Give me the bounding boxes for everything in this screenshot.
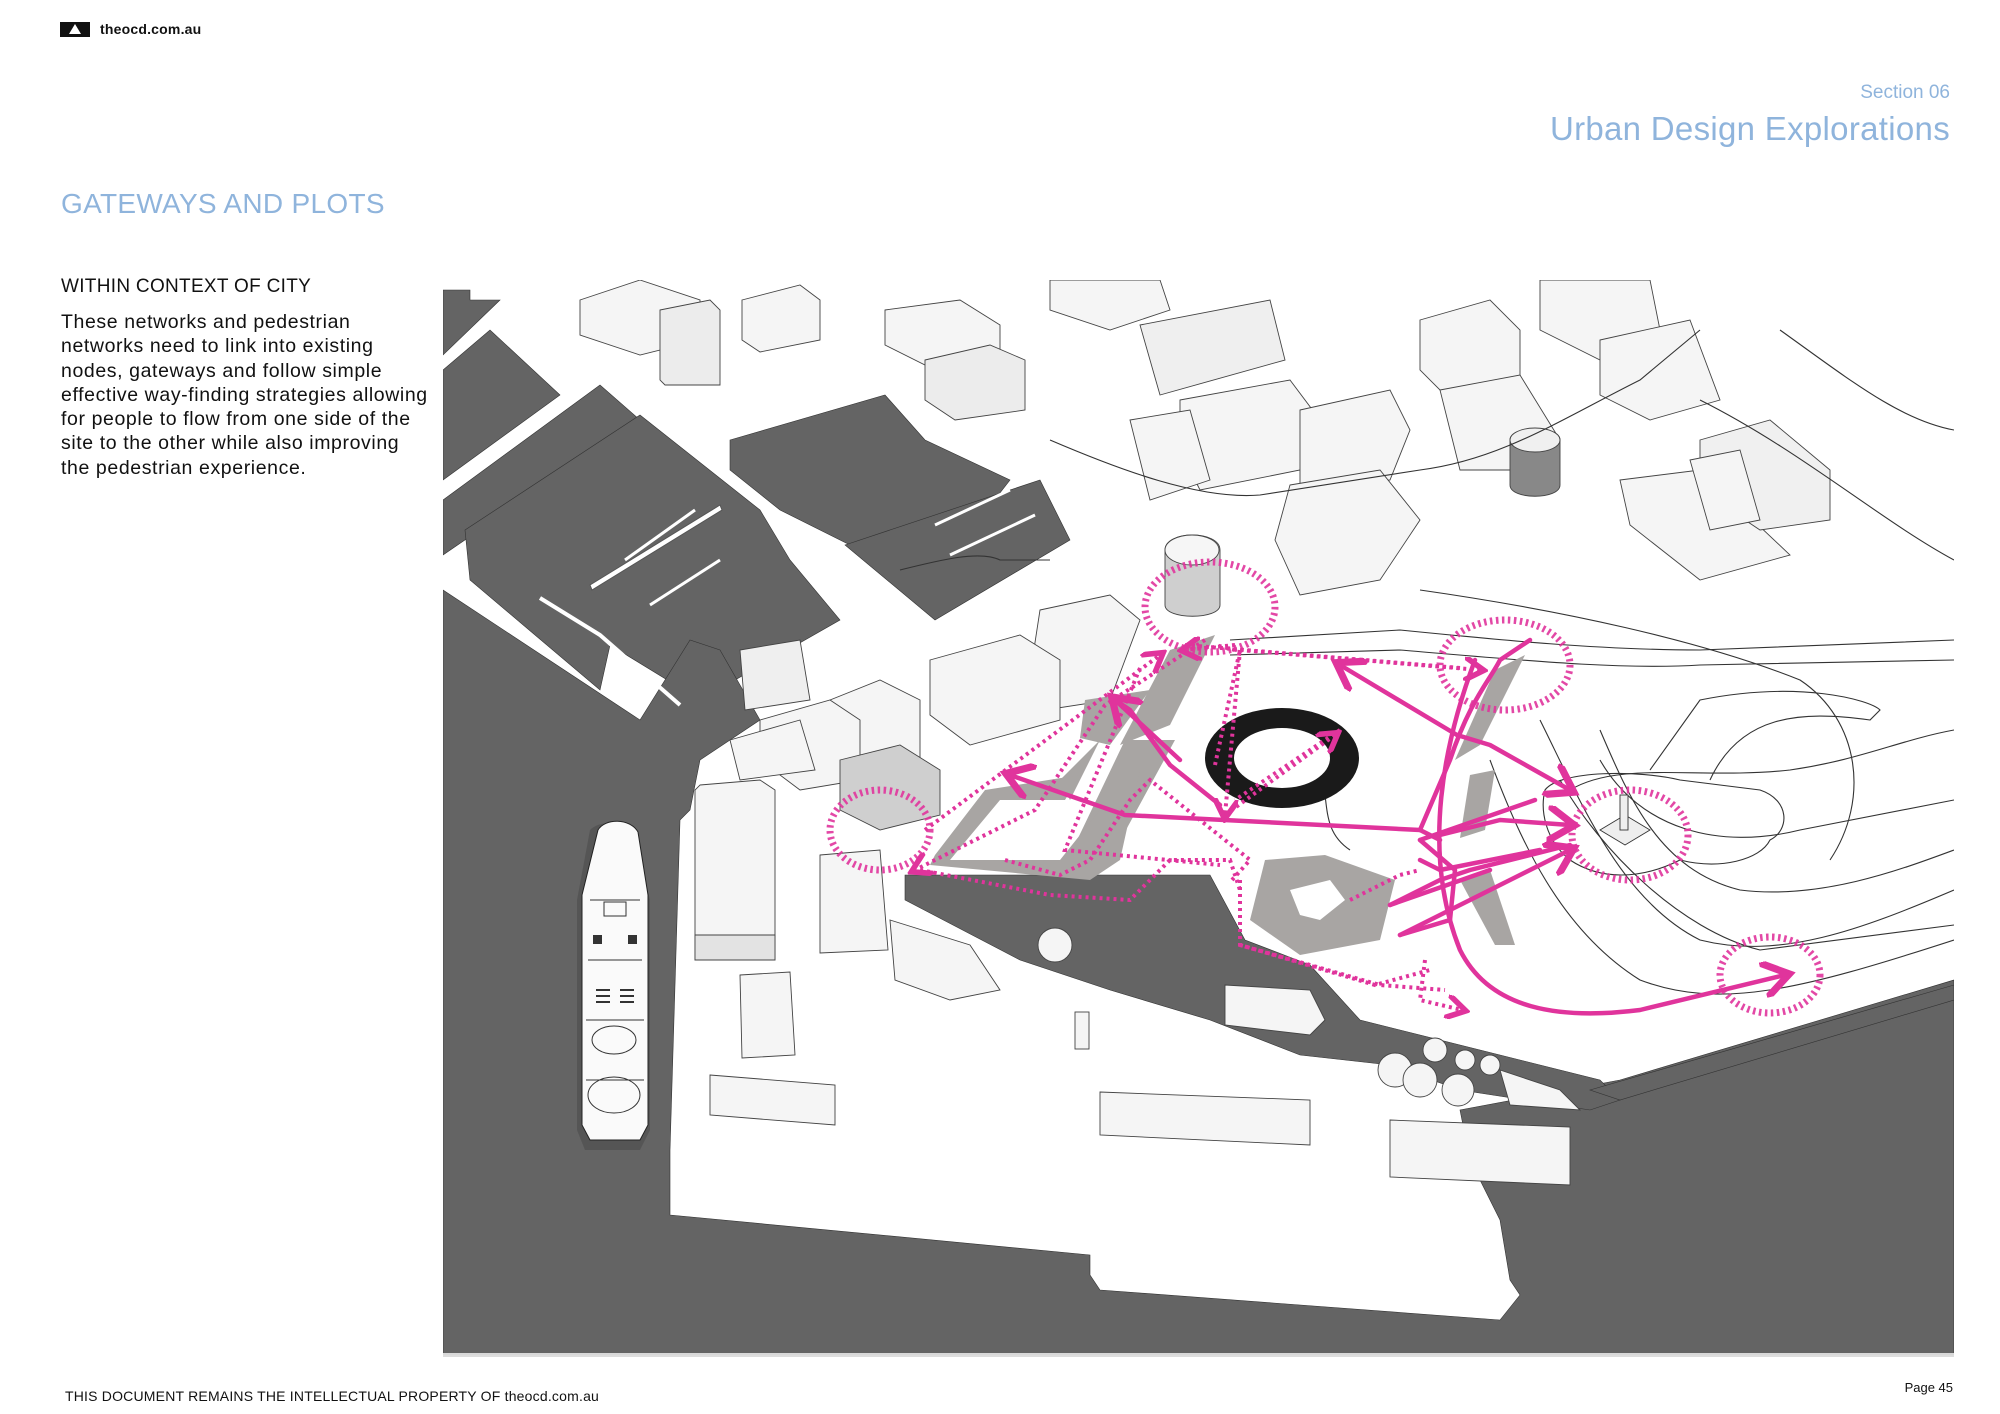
sub-heading: WITHIN CONTEXT OF CITY [61, 276, 312, 297]
page-number: Page 45 [1904, 1380, 1953, 1395]
triangle-logo-icon [60, 21, 90, 37]
footer-ip-notice: THIS DOCUMENT REMAINS THE INTELLECTUAL P… [65, 1388, 600, 1404]
gateway-nodes [826, 558, 1824, 1017]
buildings [579, 280, 1831, 1186]
logo: theocd.com.au [60, 21, 201, 37]
logo-text: theocd.com.au [100, 21, 202, 37]
page-title: GATEWAYS AND PLOTS [61, 188, 385, 219]
primary-routes [1010, 637, 1785, 1016]
body-paragraph: These networks and pedestrian networks n… [61, 311, 428, 479]
secondary-routes [915, 640, 1480, 1010]
section-title: Urban Design Explorations [1549, 110, 1950, 147]
section-label: Section 06 [1860, 82, 1950, 103]
site-diagram [443, 280, 1954, 1357]
oval-ring [1205, 708, 1359, 808]
monument [1599, 794, 1651, 846]
cruise-ship [577, 820, 650, 1150]
